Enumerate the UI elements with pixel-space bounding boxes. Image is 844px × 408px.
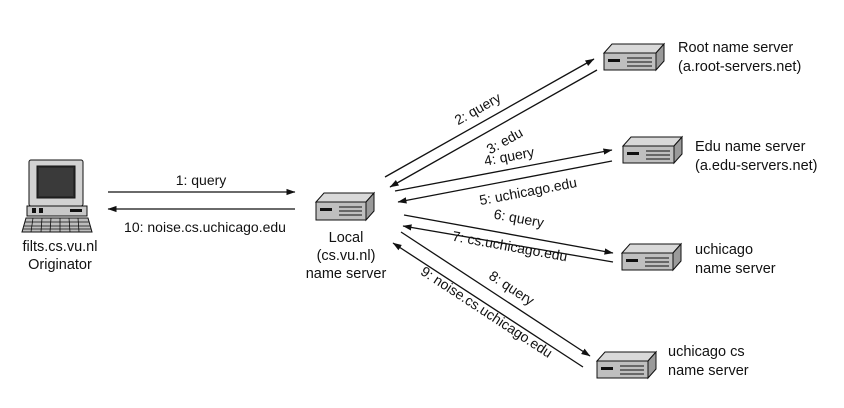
edu-server-label-1: Edu name server	[695, 139, 806, 155]
local-server-label-3: name server	[306, 266, 387, 282]
uchicago-cs-server-label-1: uchicago cs	[668, 344, 745, 360]
message-2-label: 2: query	[452, 89, 504, 128]
originator-hostname: filts.cs.vu.nl	[23, 239, 98, 255]
arrow-3-response	[389, 69, 598, 188]
edu-server-icon	[621, 135, 684, 165]
local-server-label-2: (cs.vu.nl)	[317, 248, 376, 264]
message-7-label: 7: cs.uchicago.edu	[451, 228, 569, 265]
edu-server-label-2: (a.edu-servers.net)	[695, 158, 818, 174]
arrow-7-response	[402, 224, 614, 263]
message-10-label: 10: noise.cs.uchicago.edu	[124, 219, 286, 235]
root-server-label-2: (a.root-servers.net)	[678, 59, 801, 75]
uchicago-cs-server-label-2: name server	[668, 363, 749, 379]
computer-icon	[21, 159, 93, 233]
uchicago-server-label-2: name server	[695, 261, 776, 277]
arrow-5-response	[397, 160, 613, 204]
arrow-2-query	[384, 58, 595, 178]
root-server-label-1: Root name server	[678, 40, 793, 56]
local-server-label-1: Local	[329, 230, 364, 246]
message-5-label: 5: uchicago.edu	[478, 174, 578, 208]
uchicago-cs-server-icon	[595, 350, 658, 380]
originator-label: Originator	[28, 257, 92, 273]
arrow-4-query	[394, 148, 613, 192]
root-server-icon	[602, 42, 666, 72]
arrow-6-query	[403, 214, 614, 255]
message-8-label: 8: query	[486, 267, 537, 308]
arrow-8-query	[400, 231, 591, 357]
message-1-label: 1: query	[176, 172, 227, 188]
uchicago-server-icon	[620, 242, 683, 272]
uchicago-server-label-1: uchicago	[695, 242, 753, 258]
local-server-icon	[314, 191, 376, 222]
arrow-9-response	[392, 242, 584, 368]
message-9-label: 9: noise.cs.uchicago.edu	[418, 263, 556, 361]
message-6-label: 6: query	[493, 206, 546, 231]
